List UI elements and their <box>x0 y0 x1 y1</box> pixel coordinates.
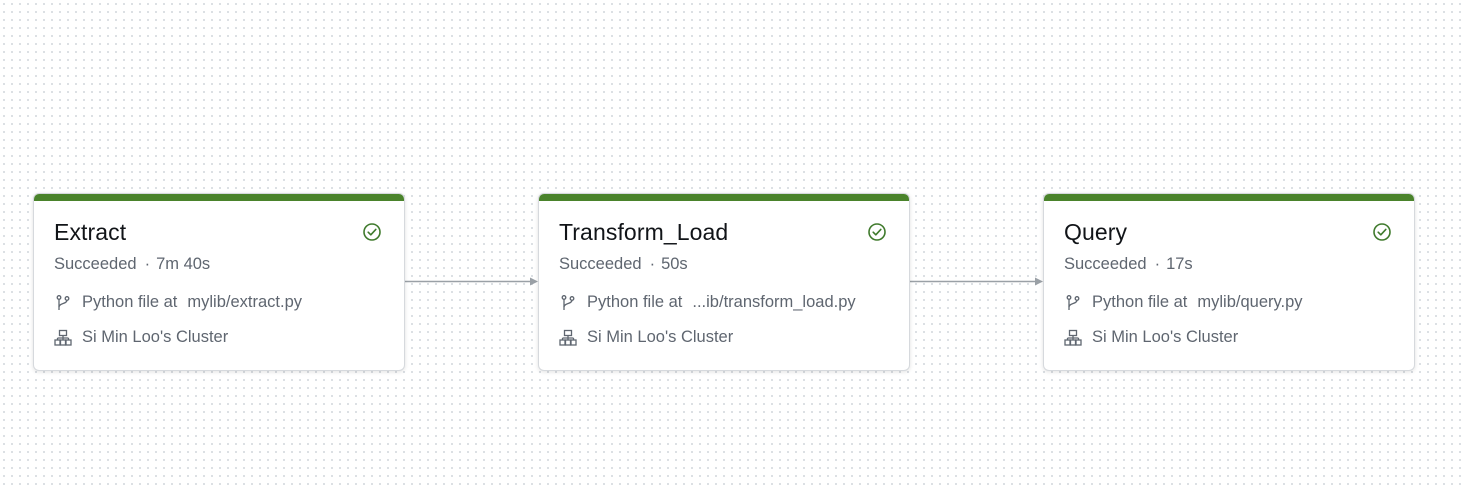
task-cluster-row: Si Min Loo's Cluster <box>54 328 228 347</box>
file-path: mylib/query.py <box>1197 293 1303 311</box>
file-type-label: Python file at <box>587 293 683 311</box>
separator-dot: · <box>649 255 656 273</box>
task-card-transform-load[interactable]: Transform_Load Succeeded · 50s Python file… <box>538 193 910 371</box>
connector-transform-to-query <box>910 277 1043 286</box>
task-card-query[interactable]: Query Succeeded · 17s Python file at mylib… <box>1043 193 1415 371</box>
task-card-extract[interactable]: Extract Succeeded · 7m 40s Python file at … <box>33 193 405 371</box>
task-file-row: Python file at mylib/extract.py <box>54 293 302 312</box>
task-cluster-row: Si Min Loo's Cluster <box>1064 328 1238 347</box>
cluster-icon <box>54 329 72 346</box>
duration-text: 7m 40s <box>156 255 211 273</box>
status-text: Succeeded <box>559 255 642 273</box>
task-file-row: Python file at mylib/query.py <box>1064 293 1303 312</box>
branch-icon <box>1066 294 1080 310</box>
status-text: Succeeded <box>54 255 137 273</box>
cluster-icon <box>1064 329 1082 346</box>
branch-icon <box>561 294 575 310</box>
branch-icon <box>56 294 70 310</box>
check-circle-icon <box>363 223 381 241</box>
separator-dot: · <box>1154 255 1161 273</box>
status-line: Succeeded · 50s <box>559 255 688 274</box>
status-line: Succeeded · 17s <box>1064 255 1193 274</box>
cluster-name: Si Min Loo's Cluster <box>82 328 229 346</box>
status-text: Succeeded <box>1064 255 1147 273</box>
task-file-row: Python file at ...ib/transform_load.py <box>559 293 856 312</box>
file-path: mylib/extract.py <box>187 293 303 311</box>
separator-dot: · <box>144 255 151 273</box>
duration-text: 50s <box>661 255 688 273</box>
status-bar <box>34 194 404 201</box>
check-circle-icon <box>868 223 886 241</box>
file-type-label: Python file at <box>1092 293 1188 311</box>
status-line: Succeeded · 7m 40s <box>54 255 210 274</box>
arrowhead-icon <box>530 277 538 286</box>
status-bar <box>539 194 909 201</box>
connector-extract-to-transform <box>405 277 538 286</box>
file-path: ...ib/transform_load.py <box>692 293 856 311</box>
task-title: Extract <box>54 219 127 245</box>
task-cluster-row: Si Min Loo's Cluster <box>559 328 733 347</box>
cluster-name: Si Min Loo's Cluster <box>1092 328 1239 346</box>
task-title: Transform_Load <box>559 219 729 245</box>
cluster-name: Si Min Loo's Cluster <box>587 328 734 346</box>
arrowhead-icon <box>1035 277 1043 286</box>
file-type-label: Python file at <box>82 293 178 311</box>
status-bar <box>1044 194 1414 201</box>
cluster-icon <box>559 329 577 346</box>
duration-text: 17s <box>1166 255 1193 273</box>
check-circle-icon <box>1373 223 1391 241</box>
task-title: Query <box>1064 219 1128 245</box>
